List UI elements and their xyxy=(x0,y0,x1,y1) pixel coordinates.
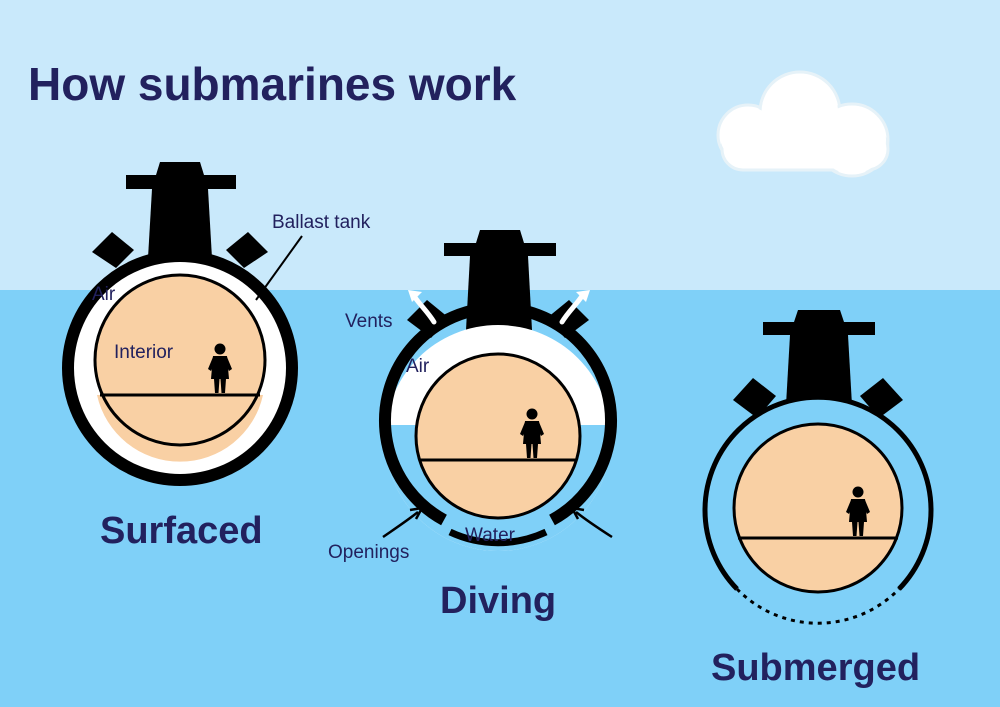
submarine-submerged xyxy=(702,310,934,625)
ballast-tank-leader xyxy=(255,235,303,301)
vent xyxy=(92,232,134,268)
submarine-surfaced xyxy=(62,162,298,486)
submarine-diving xyxy=(379,230,617,551)
periscope-bar xyxy=(444,243,556,256)
water-inflow-arrow-icon xyxy=(569,506,613,539)
water-inflow-arrow-icon xyxy=(382,506,425,539)
stage-label-diving: Diving xyxy=(440,580,556,622)
ballast-tank-label: Ballast tank xyxy=(272,212,371,233)
air-label: Air xyxy=(406,356,430,377)
openings-label: Openings xyxy=(328,542,409,563)
interior-hull xyxy=(732,422,904,594)
conning-tower xyxy=(148,189,212,258)
vent-arrow-icon xyxy=(559,293,585,325)
conning-tower xyxy=(466,256,532,330)
water-label: Water xyxy=(465,525,516,546)
vent xyxy=(226,232,268,268)
vents-label: Vents xyxy=(345,311,393,332)
conning-tower xyxy=(786,335,852,405)
periscope-bar xyxy=(763,322,875,335)
stage-label-surfaced: Surfaced xyxy=(100,510,263,552)
page-title: How submarines work xyxy=(28,58,517,110)
interior-label: Interior xyxy=(114,342,174,363)
air-label: Air xyxy=(92,284,116,305)
interior-hull xyxy=(414,352,582,520)
stage-label-submerged: Submerged xyxy=(711,647,920,689)
periscope-bar xyxy=(126,175,236,189)
